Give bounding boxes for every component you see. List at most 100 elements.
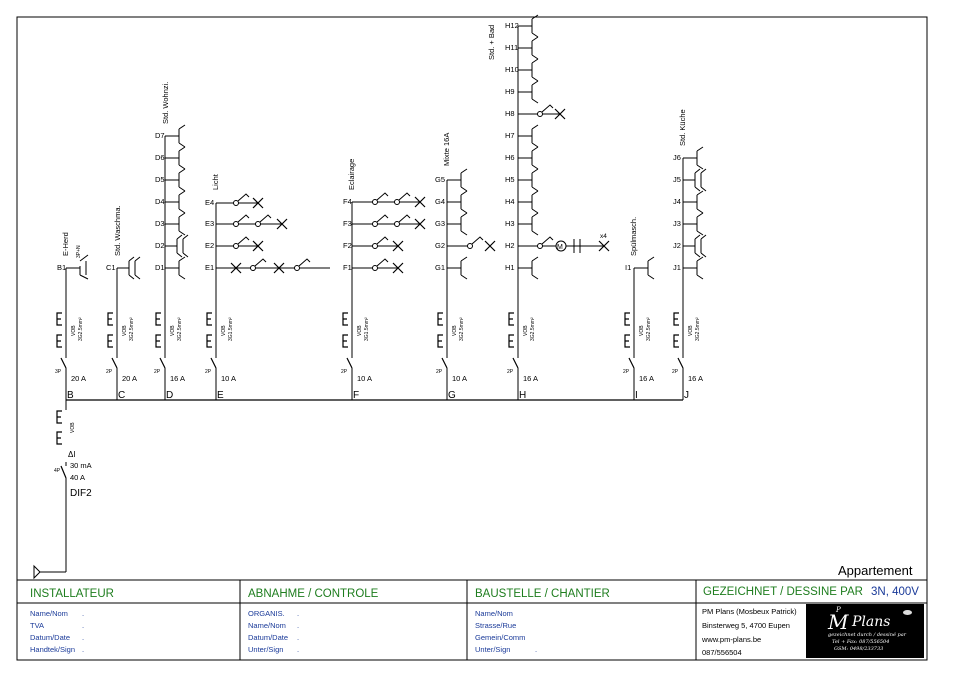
point-label: D4 [155,197,165,206]
socket-icon [178,190,186,214]
abnahme-field-date: Datum/Date [248,633,289,642]
logo-line-3: GSM: 0498/233733 [834,646,884,652]
cable-section: 3G2.5mm² [78,317,84,341]
point-label: J3 [673,219,681,228]
abnahme-field-sign: Unter/Sign [248,645,284,654]
switch-pivot [372,221,378,227]
point-label: H3 [505,219,515,228]
switch-icon [376,214,389,223]
logo-dot-icon [903,610,912,615]
lamp-icon [392,262,404,274]
point-label: E1 [205,263,214,272]
switch-pivot [372,199,378,205]
switch-pivot [233,200,239,206]
circuit-letter: I [635,390,638,401]
point-label: E3 [205,219,214,228]
point-label: G1 [435,263,445,272]
baustelle-field-sign: Unter/Sign [475,645,511,654]
switch-pivot [394,199,400,205]
point-label: J2 [673,241,681,250]
breaker-poles: 2P [672,369,679,375]
point-label: G4 [435,197,445,206]
supply-label: 3N, 400V [871,586,919,598]
socket-icon [531,256,539,280]
socket-icon [460,256,468,280]
logo-line-2: Tel + Fax: 087/556504 [832,639,890,645]
point-label: H11 [505,43,518,52]
socket-icon [178,168,186,192]
switch-pivot [537,243,543,249]
socket-icon [460,212,468,236]
point-label: J5 [673,175,681,184]
circuit-name: Std. + Bad [487,25,496,60]
double-socket-icon [694,234,707,258]
point-label: H9 [505,87,515,96]
breaker-rating: 20 A [122,374,137,383]
point-label: J4 [673,197,681,206]
point-label: F2 [343,241,352,250]
installateur-field-sign: Handtek/Sign [30,645,76,654]
socket-icon [178,212,186,236]
circuit-name: Mixte 16A [442,133,451,166]
cable-marker [342,312,348,326]
point-label: H8 [505,109,515,118]
circuit-letter: E [217,390,224,401]
point-label: D2 [155,241,165,250]
point-label: H10 [505,65,519,74]
socket-icon [531,14,539,38]
lamp-icon [484,240,496,252]
point-label: D7 [155,131,165,140]
socket-icon [696,146,704,170]
cable-section: 3G2.5mm² [695,317,701,341]
socket-icon [696,256,704,280]
point-label: F3 [343,219,352,228]
point-label: J6 [673,153,681,162]
double-socket-icon [176,234,189,258]
cable-type: VOB [71,325,77,336]
motor-label: M [557,244,563,251]
company-website: www.pm-plans.be [702,635,762,644]
circuit-name: Std. Waschma. [113,205,122,256]
cable-type: VOB [122,325,128,336]
breaker-rating: 16 A [688,374,703,383]
cooker-socket-icon [79,254,89,280]
switch-icon [541,236,554,245]
circuit-name: Std. Wohnzi. [161,82,170,124]
lamp-icon [414,196,426,208]
breaker-rating: 20 A [71,374,86,383]
cable-marker [437,334,443,348]
breaker-poles: 2P [341,369,348,375]
cable-marker [673,334,679,348]
switch-icon [237,214,250,223]
cable-marker [437,312,443,326]
switch-pivot [467,243,473,249]
installateur-field-tva: TVA [30,621,45,630]
breaker-contact [441,357,448,369]
cable-type: VOB [452,325,458,336]
switch-icon [254,258,267,267]
cable-marker [56,410,62,424]
lamp-icon [252,197,264,209]
switch-icon [298,258,311,267]
gezeichnet-header: GEZEICHNET / DESSINE PAR [703,586,863,598]
logo-name: Plans [852,614,891,630]
abnahme-header: ABNAHME / CONTROLE [248,588,379,600]
cable-section: 3G1.5mm² [228,317,234,341]
cable-section: 3G2.5mm² [459,317,465,341]
abnahme-field-name: Name/Nom [248,621,286,630]
cable-marker [107,334,113,348]
cable-marker [508,334,514,348]
drawing-frame [16,16,928,661]
switch-pivot [372,243,378,249]
switch-icon [398,192,411,201]
socket-icon [531,146,539,170]
cable-marker [155,334,161,348]
circuit-letter: G [448,390,456,401]
socket-icon [460,190,468,214]
rcd-sensitivity: 30 mA [70,461,92,470]
point-label: C1 [106,263,116,272]
circuit-letter: F [353,390,359,401]
socket-icon [531,124,539,148]
cable-section: 3G2.5mm² [129,317,135,341]
